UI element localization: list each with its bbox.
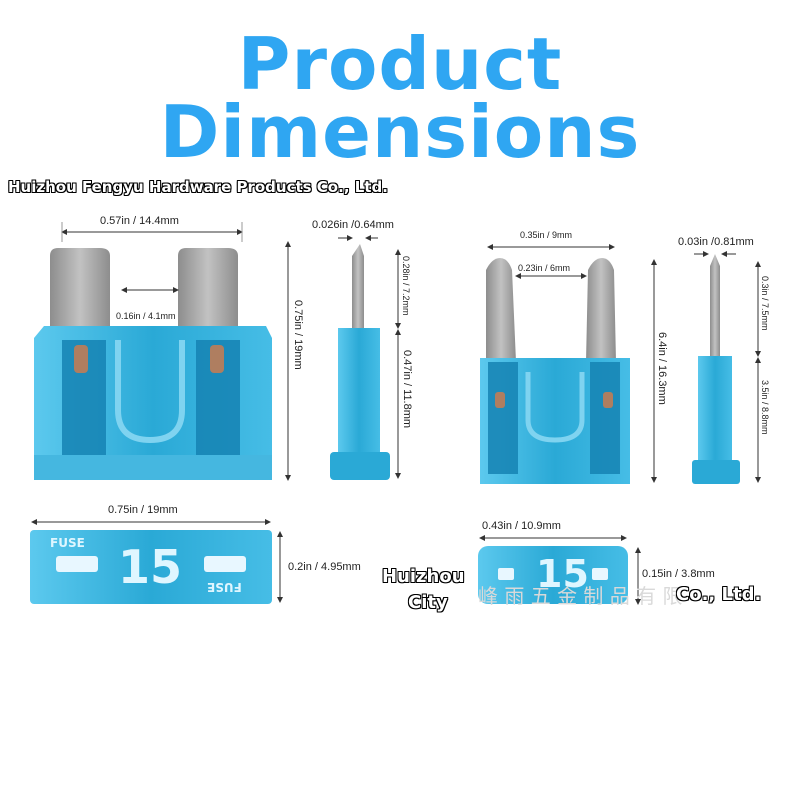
standard-fuse-top	[30, 530, 272, 604]
standard-thickness-label: 0.026in /0.64mm	[312, 219, 394, 231]
standard-width-label: 0.57in / 14.4mm	[100, 215, 179, 227]
mini-top-width-label: 0.43in / 10.9mm	[482, 520, 561, 532]
standard-fuse-front	[34, 248, 272, 480]
mini-blade-length-label: 0.3in / 7.5mm	[760, 276, 770, 331]
mini-gap-label: 0.23in / 6mm	[518, 263, 571, 273]
title-line-2: Dimensions	[159, 90, 641, 174]
mini-body-length-label: 3.5in / 8.8mm	[760, 380, 770, 435]
standard-blade-length-label: 0.28in / 7.2mm	[401, 256, 411, 316]
watermark-city-1: Huizhou	[382, 566, 465, 587]
standard-top-width-label: 0.75in / 19mm	[108, 504, 178, 516]
mini-thickness-label: 0.03in /0.81mm	[678, 236, 754, 248]
standard-fuse-rating: 15	[118, 540, 183, 594]
standard-fuse-side	[330, 244, 390, 480]
standard-height-label: 0.75in / 19mm	[292, 300, 304, 370]
watermark-city-2: City	[408, 592, 448, 613]
watermark-company-end: Co., Ltd.	[676, 584, 762, 605]
watermark-chinese: 峰 雨 五 金 制 品 有 限	[478, 584, 683, 608]
standard-gap-label: 0.16in / 4.1mm	[116, 311, 176, 321]
mini-fuse-rating: 15	[536, 552, 589, 596]
standard-fuse-marking: FUSE	[50, 536, 85, 550]
mini-height-label: 6.4in / 16.3mm	[656, 332, 668, 405]
standard-fuse-marking-flipped: FUSE	[207, 580, 242, 594]
standard-body-length-label: 0.47in / 11.8mm	[401, 350, 413, 429]
mini-fuse-top	[478, 546, 628, 604]
title-line-1: Product	[237, 22, 563, 106]
standard-top-thickness-label: 0.2in / 4.95mm	[288, 561, 361, 573]
mini-fuse-front	[480, 258, 630, 484]
watermark-company: Huizhou Fengyu Hardware Products Co., Lt…	[8, 178, 388, 196]
mini-top-thickness-label: 0.15in / 3.8mm	[642, 568, 715, 580]
mini-width-label: 0.35in / 9mm	[520, 230, 573, 240]
mini-fuse-side	[692, 254, 740, 484]
